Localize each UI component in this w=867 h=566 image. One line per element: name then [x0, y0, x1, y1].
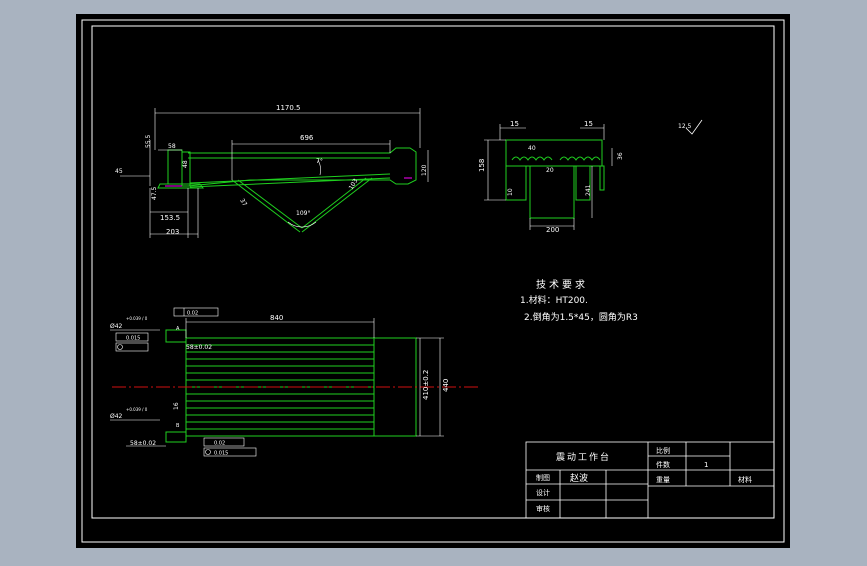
dim-40: 40 — [528, 145, 536, 152]
dia-bottom: Ø42 — [110, 413, 123, 420]
drawn-label: 制图 — [536, 473, 550, 482]
drawn-value: 赵波 — [570, 472, 588, 484]
dim-410: 410±0.2 — [422, 370, 430, 400]
dim-16: 16 — [173, 402, 180, 410]
dim-36: 36 — [617, 152, 624, 160]
dim-10: 10 — [507, 188, 514, 196]
circularity-tolerance-icon: 0.02 0.015 — [115, 342, 257, 457]
dim-inner-length: 696 — [300, 134, 314, 142]
tol-frame-bottom-2: 0.015 — [214, 451, 228, 457]
dim-45: 45 — [115, 168, 123, 175]
outer-frame — [81, 19, 785, 543]
ref-b: B — [176, 423, 180, 429]
material-label: 材料 — [738, 475, 752, 484]
dim-48: 48 — [182, 160, 189, 168]
dim-overall-length: 1170.5 — [276, 104, 301, 112]
side-pedestal — [529, 165, 575, 219]
check-label: 审核 — [536, 504, 550, 513]
front-view — [157, 147, 417, 233]
dim-120: 120 — [421, 164, 428, 176]
plan-bottom-boss — [165, 431, 187, 443]
dim-58: 58 — [168, 143, 176, 150]
dim-15-right: 15 — [584, 120, 593, 128]
dim-20: 20 — [546, 167, 554, 174]
tol-frame-bottom-1: 0.02 — [214, 441, 225, 447]
design-label: 设计 — [536, 488, 550, 497]
surface-roughness-icon: 12.5 — [678, 119, 703, 135]
side-view-dims — [484, 124, 613, 230]
plan-view-dim-text: 840 410±0.2 440 58±0.02 58±0.02 16 Ø42 +… — [110, 314, 450, 447]
dim-angle-7: 7° — [316, 158, 323, 165]
tol-bottom: +0.039 / 0 — [126, 407, 148, 412]
front-view-highlights — [165, 177, 412, 187]
dim-angle-37: 37 — [238, 198, 248, 208]
tech-requirements: 技术要求 1.材料：HT200. 2.倒角为1.5*45，圆角为R3 — [520, 278, 638, 323]
dim-241: 241 — [585, 184, 592, 196]
dim-58-top: 58±0.02 — [186, 344, 212, 351]
flatness-tolerance-icon: 0.02 0.015 — [115, 307, 219, 342]
title-block-text: 震动工作台 比例 件数 1 重量 材料 制图 赵波 设计 审核 — [536, 446, 752, 513]
tech-req-item-2: 2.倒角为1.5*45，圆角为R3 — [524, 311, 638, 323]
dim-15-left: 15 — [510, 120, 519, 128]
dim-440: 440 — [442, 379, 450, 392]
ref-a: A — [176, 326, 180, 332]
tolerance-frames: 0.02 0.015 0.02 0.015 — [115, 307, 257, 457]
dim-200: 200 — [546, 226, 559, 234]
tol-frame-top-2: 0.015 — [126, 336, 140, 342]
tol-top: +0.039 / 0 — [126, 316, 148, 321]
front-view-dim-text: 1170.5 696 55.5 58 48 45 47.5 120 153.5 … — [115, 104, 428, 236]
tol-frame-top-1: 0.02 — [187, 311, 198, 317]
side-view — [505, 139, 605, 219]
inner-frame — [91, 25, 775, 519]
tech-req-item-1: 1.材料：HT200. — [520, 294, 588, 306]
dia-top: Ø42 — [110, 323, 123, 330]
dim-47-5: 47.5 — [151, 186, 158, 200]
front-view-dims — [120, 108, 429, 238]
dim-58-bottom: 58±0.02 — [130, 440, 156, 447]
dim-55-5: 55.5 — [145, 134, 152, 148]
dim-158: 158 — [478, 159, 486, 172]
roughness-label: 12.5 — [678, 123, 692, 130]
scale-label: 比例 — [656, 446, 670, 455]
drawing-sheet — [76, 14, 790, 548]
dim-203: 203 — [166, 228, 179, 236]
title-block — [525, 441, 775, 519]
qty-label: 件数 — [656, 460, 670, 469]
plan-view-dims — [110, 318, 444, 447]
dim-angle-109: 109° — [296, 210, 310, 217]
dim-angle-103: 103 — [348, 177, 360, 191]
weight-label: 重量 — [656, 476, 670, 484]
tech-req-title: 技术要求 — [536, 278, 588, 291]
title-block-title: 震动工作台 — [556, 451, 611, 463]
side-view-dim-text: 15 15 40 158 20 10 241 36 200 — [478, 120, 624, 234]
dim-840: 840 — [270, 314, 283, 322]
dim-153-5: 153.5 — [160, 214, 180, 222]
qty-value: 1 — [704, 461, 708, 469]
